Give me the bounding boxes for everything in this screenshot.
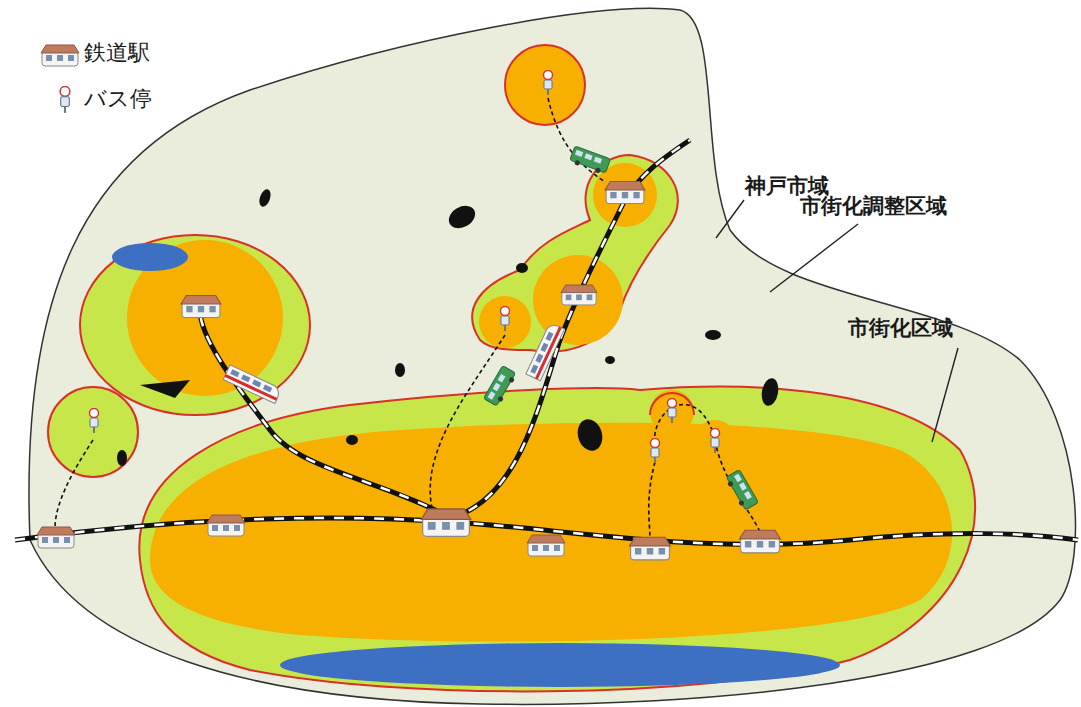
- legend-text: 鉄道駅: [84, 40, 150, 66]
- urbanization-area-part: [472, 155, 678, 352]
- railway-lines-part: [450, 140, 690, 518]
- urbanization-area: [48, 45, 975, 691]
- railway-stations-part: [181, 296, 221, 318]
- city-area-part: [29, 8, 1076, 704]
- green-blobs-part: [257, 188, 273, 208]
- railway-stations-part: [207, 515, 245, 536]
- urbanization-area-part: [280, 643, 840, 687]
- legend-icons-part: [60, 87, 70, 113]
- urbanization-area-part: [505, 45, 585, 125]
- vehicles-part: [223, 365, 281, 404]
- green-blobs-part: [605, 356, 615, 364]
- railway-stations-part: [527, 535, 565, 556]
- green-blobs-part: [574, 416, 605, 453]
- urbanization-area-part: [693, 420, 737, 464]
- bus-routes: [55, 98, 760, 540]
- green-blobs-part: [516, 263, 528, 273]
- area-label: 市街化調整区域: [800, 194, 947, 219]
- vehicles-part: [484, 366, 518, 408]
- railway-stations-part: [421, 509, 470, 536]
- bus-stops-part: [544, 71, 553, 96]
- railway-stations-part: [561, 285, 597, 305]
- urbanization-area-part: [112, 243, 188, 271]
- railway-stations-part: [630, 537, 671, 560]
- railway-lines-part: [450, 140, 690, 518]
- city-area: [29, 8, 1076, 704]
- bus-stops-part: [90, 409, 99, 434]
- legend-icons-part: [41, 45, 79, 66]
- bus-routes-part: [55, 440, 93, 528]
- green-blobs-part: [395, 363, 405, 377]
- railway-stations-part: [740, 530, 781, 553]
- railway-stations: [37, 182, 780, 560]
- leader-lines-part: [770, 224, 858, 292]
- vehicles: [223, 146, 758, 511]
- leader-lines-part: [932, 348, 958, 442]
- bus-stops-part: [651, 439, 660, 464]
- vehicles-part: [569, 146, 611, 175]
- legend-icons: [41, 45, 79, 113]
- green-blobs-part: [760, 377, 781, 407]
- green-blobs-part: [117, 450, 127, 466]
- bus-stops-part: [711, 429, 720, 454]
- urbanization-area-part: [48, 387, 138, 477]
- green-blobs-part: [140, 380, 190, 398]
- bus-stops: [90, 71, 720, 464]
- railway-stations-part: [605, 182, 645, 204]
- bus-stops-part: [668, 399, 677, 424]
- railway-lines-part: [200, 310, 445, 515]
- green-blobs-part: [346, 435, 358, 445]
- bus-stops-part: [501, 307, 510, 332]
- vehicles-part: [724, 470, 758, 512]
- green-blobs-part: [445, 201, 479, 232]
- railway-lines: [15, 140, 1078, 544]
- railway-stations-part: [37, 527, 75, 548]
- legend-text: バス停: [84, 86, 152, 112]
- urbanization-area-part: [479, 296, 531, 348]
- vehicles-part: [526, 322, 565, 380]
- leader-lines-part: [716, 200, 744, 238]
- leader-lines: [716, 200, 958, 442]
- urbanization-area-part: [80, 235, 310, 415]
- bus-routes-part: [654, 405, 760, 532]
- bus-routes-part: [430, 335, 505, 508]
- area-label: 市街化区域: [848, 316, 953, 341]
- green-blobs-part: [705, 330, 721, 340]
- bus-routes-part: [649, 462, 655, 540]
- urbanization-area-part: [633, 430, 677, 474]
- railway-lines-part: [200, 310, 445, 515]
